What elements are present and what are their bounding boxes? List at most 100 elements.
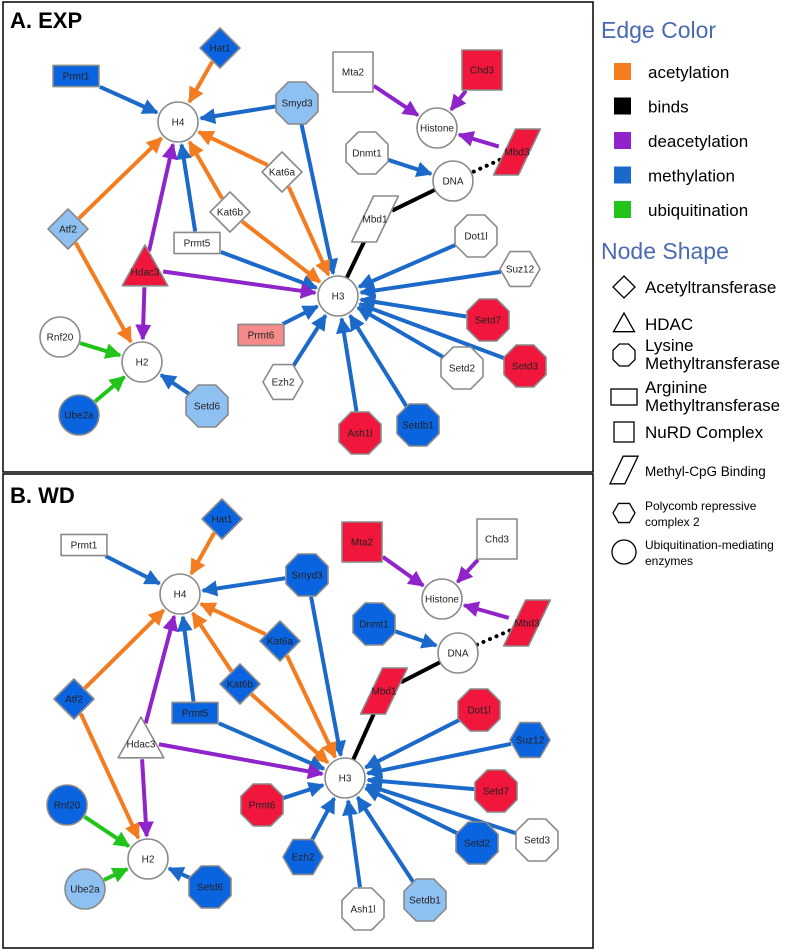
node-chd3: Chd3 [461,49,503,91]
node-label: Ube2a [64,411,94,422]
node-label: DNA [442,177,463,188]
node-label: Dnmt1 [359,620,389,631]
node-label: Dot1l [464,232,487,243]
edge-acetylation-kat6b-h3 [249,692,330,765]
panel-exp: A. EXP H4H3H2HistoneDNAHat1Prmt1Smyd3Kat… [2,1,594,473]
edge-methylation-ezh2-h3 [310,796,336,841]
edge-methylation-setd7-h3 [366,773,475,792]
node-dot1l: Dot1l [457,688,501,732]
node-suz12: Suz12 [499,250,541,288]
node-label: Prmt1 [63,72,90,83]
node-kat6b: Kat6b [209,191,251,233]
nodes: H4H3H2HistoneDNAHat1Prmt1Smyd3Kat6aKat6b… [46,498,559,931]
node-label: Suz12 [516,736,545,747]
edge-deacetylation-hdac3-h4 [143,614,179,724]
node-label: Setd7 [483,787,510,798]
parallelogram-node-shape [502,599,552,647]
legend-edge-label: ubiquitination [648,201,748,220]
edge-binds-mbd1-dna [391,187,436,213]
node-mbd3: Mbd3 [502,599,552,647]
octagon-node-shape [185,384,229,428]
node-label: Kat6b [227,680,254,691]
node-prmt6: Prmt6 [240,783,284,827]
octagon-node-shape [440,346,484,390]
node-h4: H4 [159,573,201,615]
node-label: Smyd3 [291,571,323,582]
node-label: H3 [332,292,345,303]
color-swatch [614,201,631,218]
legend-shape-label: enzymes [645,554,693,568]
node-label: Atf2 [59,225,77,236]
circle-node-shape [159,573,201,615]
edge-acetylation-kat6a-h4 [199,601,267,636]
rect-node-shape [237,323,285,347]
edge-methylation-smyd3-h4 [199,104,276,125]
panel-title: B. WD [10,483,75,508]
node-ezh2: Ezh2 [282,838,324,876]
node-label: Ezh2 [272,378,295,389]
node-label: Setdb1 [402,421,434,432]
edge-deacetylation-mta2-histone [372,84,420,117]
node-setd7: Setd7 [466,298,510,342]
circle-shape-icon [611,539,637,565]
octagon-node-shape [457,688,501,732]
rect-shape-icon [610,388,638,406]
node-h3: H3 [317,275,359,317]
edge-methylation-prmt6-h3 [282,781,325,801]
rect-node-shape [173,231,221,255]
diamond-node-shape [259,620,301,662]
legend-shape-label: Ubiquitination-mediating [645,538,774,552]
circle-node-shape [39,316,81,358]
edge-deacetylation-hdac3-h3 [158,742,324,780]
node-label: Hdac3 [131,268,160,279]
node-mta2: Mta2 [341,521,383,563]
circle-node-shape [127,838,169,880]
legend-edge-label: binds [648,98,689,117]
node-prmt5: Prmt5 [171,701,219,725]
octagon-node-shape [466,298,510,342]
legend-shape-label: Methyl-CpG Binding [645,464,766,479]
triangle-node-shape [121,244,169,287]
edge-acetylation-kat6b-h4 [191,611,234,673]
panel-wd: B. WD H4H3H2HistoneDNAHat1Prmt1Smyd3Kat6… [2,473,594,949]
triangle-shape-icon [612,311,636,333]
legend-shape-label: NuRD Complex [645,423,764,442]
circle-node-shape [157,101,199,143]
edge-methylation-ezh2-h3 [291,314,328,367]
node-label: Ash1l [347,429,372,440]
edge-acetylation-kat6b-h3 [240,219,322,284]
circle-node-shape [121,341,163,383]
node-label: Mbd1 [362,215,387,226]
legend-shape-label: complex 2 [645,515,700,529]
diamond-node-shape [209,191,251,233]
legend-edge-deacetylation: deacetylation [614,132,748,151]
edge-acetylation-kat6b-h4 [187,140,224,200]
node-setdb1: Setdb1 [403,878,447,922]
parallelogram-shape-icon [608,455,640,485]
legend-shape-diamond: Acetyltransferase [612,275,776,299]
circle-node-shape [432,160,474,202]
node-h3: H3 [324,757,366,799]
node-suz12: Suz12 [509,721,551,759]
edge-deacetylation-hdac3-h3 [162,269,317,299]
node-smyd3: Smyd3 [275,81,319,125]
edge-acetylation-atf2-h4 [77,136,163,220]
panel-border [2,1,594,473]
circle-node-shape [324,757,366,799]
edge-methylation-prmt5-h4 [175,143,198,232]
octagon-shape-icon [612,343,636,367]
node-label: Kat6b [217,208,244,219]
triangle-node-shape [117,716,165,759]
node-setd7: Setd7 [474,769,518,813]
edge-color-list: acetylationbindsdeacetylationmethylation… [614,63,748,220]
edge-methylation-smyd3-h4 [201,576,286,597]
edge-ubiquitination-rnf20-h2 [79,341,122,359]
color-swatch [614,97,631,115]
node-rnf20: Rnf20 [46,784,88,826]
edge-ubiquitination-rnf20-h2 [83,814,131,848]
legend-edge-acetylation: acetylation [614,63,729,82]
edge-ubiquitination-ube2a-h2 [103,867,129,883]
edge-methylation-prmt5-h4 [176,615,196,702]
edge-deacetylation-mbd3-histone [462,601,510,620]
